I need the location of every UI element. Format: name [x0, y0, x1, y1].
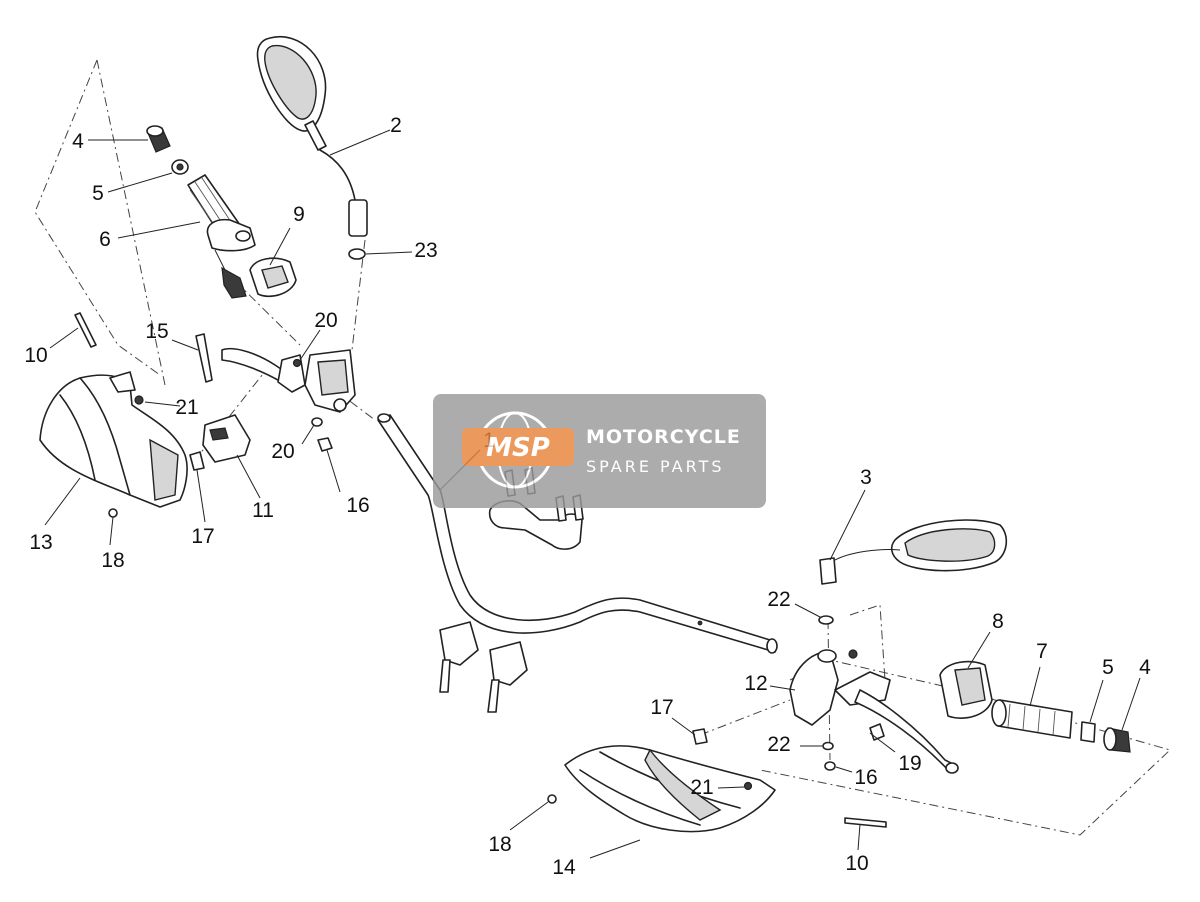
leader-lines	[44, 129, 1141, 859]
riser-clamps	[439, 621, 528, 713]
callout-18b: 18	[488, 833, 511, 856]
callout-11: 11	[252, 499, 274, 522]
callout-20a: 20	[314, 309, 337, 332]
callout-16a: 16	[346, 494, 369, 517]
right-washer-22b	[822, 741, 834, 751]
callout-9: 9	[293, 203, 305, 226]
callout-10a: 10	[24, 344, 47, 367]
right-bar-end-4	[1103, 727, 1131, 753]
right-nut-16	[824, 761, 836, 771]
right-clip-17	[692, 728, 708, 745]
callout-15: 15	[145, 320, 168, 343]
callout-12: 12	[744, 672, 767, 695]
left-handguard-13	[39, 371, 188, 508]
callout-21b: 21	[690, 776, 713, 799]
callout-4b: 4	[1139, 656, 1151, 679]
callout-17a: 17	[191, 525, 214, 548]
callout-5a: 5	[92, 182, 104, 205]
handlebar-1	[377, 413, 778, 654]
right-grip-7	[991, 699, 1073, 739]
left-screw-18	[108, 508, 118, 518]
callout-20b: 20	[271, 440, 294, 463]
left-mirror	[256, 35, 368, 237]
right-washer-22a	[818, 615, 834, 625]
left-nut-16	[317, 437, 333, 452]
right-nut-21	[743, 781, 753, 791]
right-screw-18	[547, 794, 557, 804]
right-handguard-14	[564, 745, 776, 833]
left-switch-9	[249, 257, 297, 298]
callout-14: 14	[552, 856, 576, 879]
right-switch-8	[939, 660, 993, 719]
right-mirror	[819, 519, 1008, 585]
left-grip	[187, 174, 256, 299]
callout-22a: 22	[767, 588, 790, 611]
callout-23: 23	[414, 239, 437, 262]
watermark-logo-badge	[462, 428, 574, 466]
callout-8: 8	[992, 610, 1004, 633]
callout-7: 7	[1036, 640, 1048, 663]
right-bolt-10	[844, 817, 887, 828]
watermark-line2: SPARE PARTS	[586, 457, 725, 476]
left-lever-assembly	[221, 347, 356, 413]
watermark-logo-text: MSP	[486, 433, 550, 463]
callout-3: 3	[860, 466, 872, 489]
right-clamp-12	[789, 649, 839, 726]
callout-17b: 17	[650, 696, 673, 719]
watermark-background	[433, 394, 766, 508]
callout-labels: 2 23 4 5 6 9 20 10 15 21 20 16 11 17 13 …	[24, 114, 1151, 879]
callout-10b: 10	[845, 852, 868, 875]
left-nut-20a	[292, 358, 302, 368]
callout-16b: 16	[854, 766, 877, 789]
watermark-line1: MOTORCYCLE	[586, 426, 741, 448]
callout-2: 2	[390, 114, 402, 137]
callout-19: 19	[898, 752, 921, 775]
left-bar-end	[146, 125, 171, 153]
callout-5b: 5	[1102, 656, 1114, 679]
left-clamp-11	[202, 414, 251, 463]
watermark: MSP MOTORCYCLE SPARE PARTS	[433, 394, 766, 508]
callout-4a: 4	[72, 130, 84, 153]
left-washer	[171, 159, 189, 175]
callout-18a: 18	[101, 549, 124, 572]
left-washer-20b	[311, 417, 323, 427]
callout-6: 6	[99, 228, 111, 251]
right-lever-assembly-19	[834, 649, 959, 774]
right-washer-5	[1080, 721, 1096, 743]
bolt-15	[195, 333, 213, 383]
mirror-ring-23	[348, 248, 366, 260]
left-nut-21	[134, 395, 144, 405]
callout-22b: 22	[767, 733, 790, 756]
left-clip-17	[189, 451, 205, 471]
left-bolt-10	[74, 312, 97, 348]
callout-21a: 21	[175, 396, 198, 419]
callout-13: 13	[29, 531, 52, 554]
